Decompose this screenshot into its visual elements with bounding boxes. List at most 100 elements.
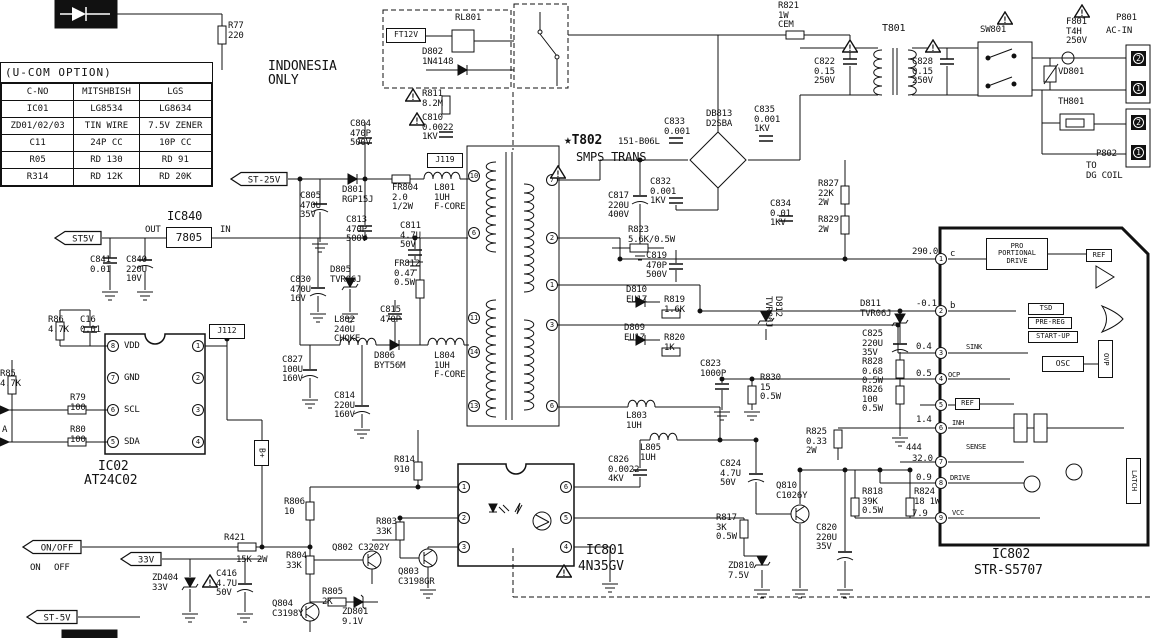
osc-box: OSC <box>1042 356 1084 372</box>
component-pin-6: 6 <box>560 481 572 493</box>
connector-pin-1: 1 <box>1131 145 1146 160</box>
tsd-box: TSD <box>1028 303 1064 315</box>
table-header: C-NO <box>0 83 75 101</box>
component-pin-7: 7 <box>935 456 947 468</box>
c826-label: C826 0.0022 4KV <box>608 455 640 485</box>
table-cell: RD 20K <box>138 168 213 186</box>
c811-label: C811 4.7U 50V <box>400 221 421 251</box>
net-label-st5v: ST-5V <box>25 609 78 629</box>
net-a-label: A <box>2 425 8 435</box>
gnd-label: GND <box>124 373 140 383</box>
c819-label: C819 470P 500V <box>646 251 667 281</box>
ref-box-top: REF <box>1086 249 1112 262</box>
warning-icon: ! <box>1073 3 1091 19</box>
d812-label: D812 TVR06J <box>763 296 783 328</box>
ic802-part-label: STR-S5707 <box>974 563 1043 578</box>
indonesia-only-label: INDONESIA ONLY <box>268 59 337 89</box>
r79-label: R79 100 <box>70 393 86 413</box>
start-up-box: START-UP <box>1028 331 1078 343</box>
component-pin-2: 2 <box>935 305 947 317</box>
p802-dest-label: TO DG COIL <box>1086 161 1123 181</box>
component-pin-1: 1 <box>192 340 204 352</box>
pro-portional-drive-box: PRO PORTIONAL DRIVE <box>986 238 1048 270</box>
pin1-voltage-label: 290.0 <box>912 247 939 257</box>
ic840-7805-box: 7805 <box>166 227 212 248</box>
q802-label: Q802 C3202Y <box>332 543 390 553</box>
r806-label: R806 10 <box>284 497 305 517</box>
table-cell: LG8634 <box>138 100 213 118</box>
zd801-label: ZD801 9.1V <box>342 607 369 627</box>
d809-label: D809 EU1Z <box>624 323 645 343</box>
d811-label: D811 TVR06J <box>860 299 892 319</box>
ft12v-box: FT12V <box>386 28 426 43</box>
l802-label: L802 240U CHOKE <box>334 315 361 345</box>
ac-in-label: AC-IN <box>1106 26 1133 36</box>
r811-label: R811 8.2M <box>422 89 443 109</box>
r80-label: R80 100 <box>70 425 86 445</box>
component-pin-6: 6 <box>546 400 558 412</box>
d805-label: D805 TVR06J <box>330 265 362 285</box>
component-pin-5: 5 <box>560 512 572 524</box>
r421-value-label: 15K 2W <box>236 555 268 565</box>
c834-label: C834 0.01 1KV <box>770 199 791 229</box>
warning-icon: ! <box>404 87 422 103</box>
c824-label: C824 4.7U 50V <box>720 459 741 489</box>
ic840-label: IC840 <box>167 209 203 223</box>
svg-text:ST-25V: ST-25V <box>248 176 281 186</box>
r814-label: R814 910 <box>394 455 415 475</box>
component-pin-6: 6 <box>935 422 947 434</box>
drive-label: DRIVE <box>950 474 971 482</box>
sense-label: SENSE <box>966 443 987 451</box>
c827-label: C827 100U 160V <box>282 355 303 385</box>
r77-label: R77 220 <box>228 21 244 41</box>
component-pin-4: 4 <box>192 436 204 448</box>
net-label-st25v: ST-25V <box>229 171 288 191</box>
table-cell: RD 130 <box>73 151 140 169</box>
warning-icon: ! <box>201 573 219 589</box>
table-cell: RD 12K <box>73 168 140 186</box>
pin3-voltage-label: 0.4 <box>916 342 932 352</box>
component-pin-11: 11 <box>468 312 480 324</box>
component-pin-4: 4 <box>560 541 572 553</box>
fr804-label: FR804 2.0 1/2W <box>392 183 419 213</box>
rl801-label: RL801 <box>455 13 482 23</box>
r827-label: R827 22K 2W <box>818 179 839 209</box>
zd810-label: ZD810 7.5V <box>728 561 755 581</box>
component-pin-7: 7 <box>107 372 119 384</box>
svg-text:!: ! <box>555 170 560 179</box>
table-header: MITSHBISH <box>73 83 140 101</box>
j119-box: J119 <box>427 153 463 168</box>
fr812-label: FR812 0.47 0.5W <box>394 259 421 289</box>
table-cell: RD 91 <box>138 151 213 169</box>
t802-label: ★T802 <box>564 133 603 148</box>
p802-label: P802 <box>1096 149 1117 159</box>
component-pin-1: 1 <box>546 279 558 291</box>
on-label: ON <box>30 563 41 573</box>
table-cell: R314 <box>0 168 75 186</box>
ic02-label: IC02 <box>98 459 129 474</box>
component-pin-14: 14 <box>468 346 480 358</box>
component-pin-9: 9 <box>935 512 947 524</box>
component-pin-5: 5 <box>935 399 947 411</box>
c16-label: C16 0.01 <box>80 315 101 335</box>
d802-label: D802 1N4148 <box>422 47 454 67</box>
r818-label: R818 39K 0.5W <box>862 487 883 517</box>
svg-text:!: ! <box>847 44 852 53</box>
th801-label: TH801 <box>1058 97 1085 107</box>
warning-icon: ! <box>408 111 426 127</box>
table-cell: TIN WIRE <box>73 117 140 135</box>
d810-label: D810 EU1Z <box>626 285 647 305</box>
table-cell: ZD01/02/03 <box>0 117 75 135</box>
component-pin-2: 2 <box>192 372 204 384</box>
table-cell: 24P CC <box>73 134 140 152</box>
c833-label: C833 0.001 <box>664 117 691 137</box>
pre-reg-box: PRE-REG <box>1028 317 1072 329</box>
c835-label: C835 0.001 1KV <box>754 105 781 135</box>
svg-text:!: ! <box>561 569 566 578</box>
